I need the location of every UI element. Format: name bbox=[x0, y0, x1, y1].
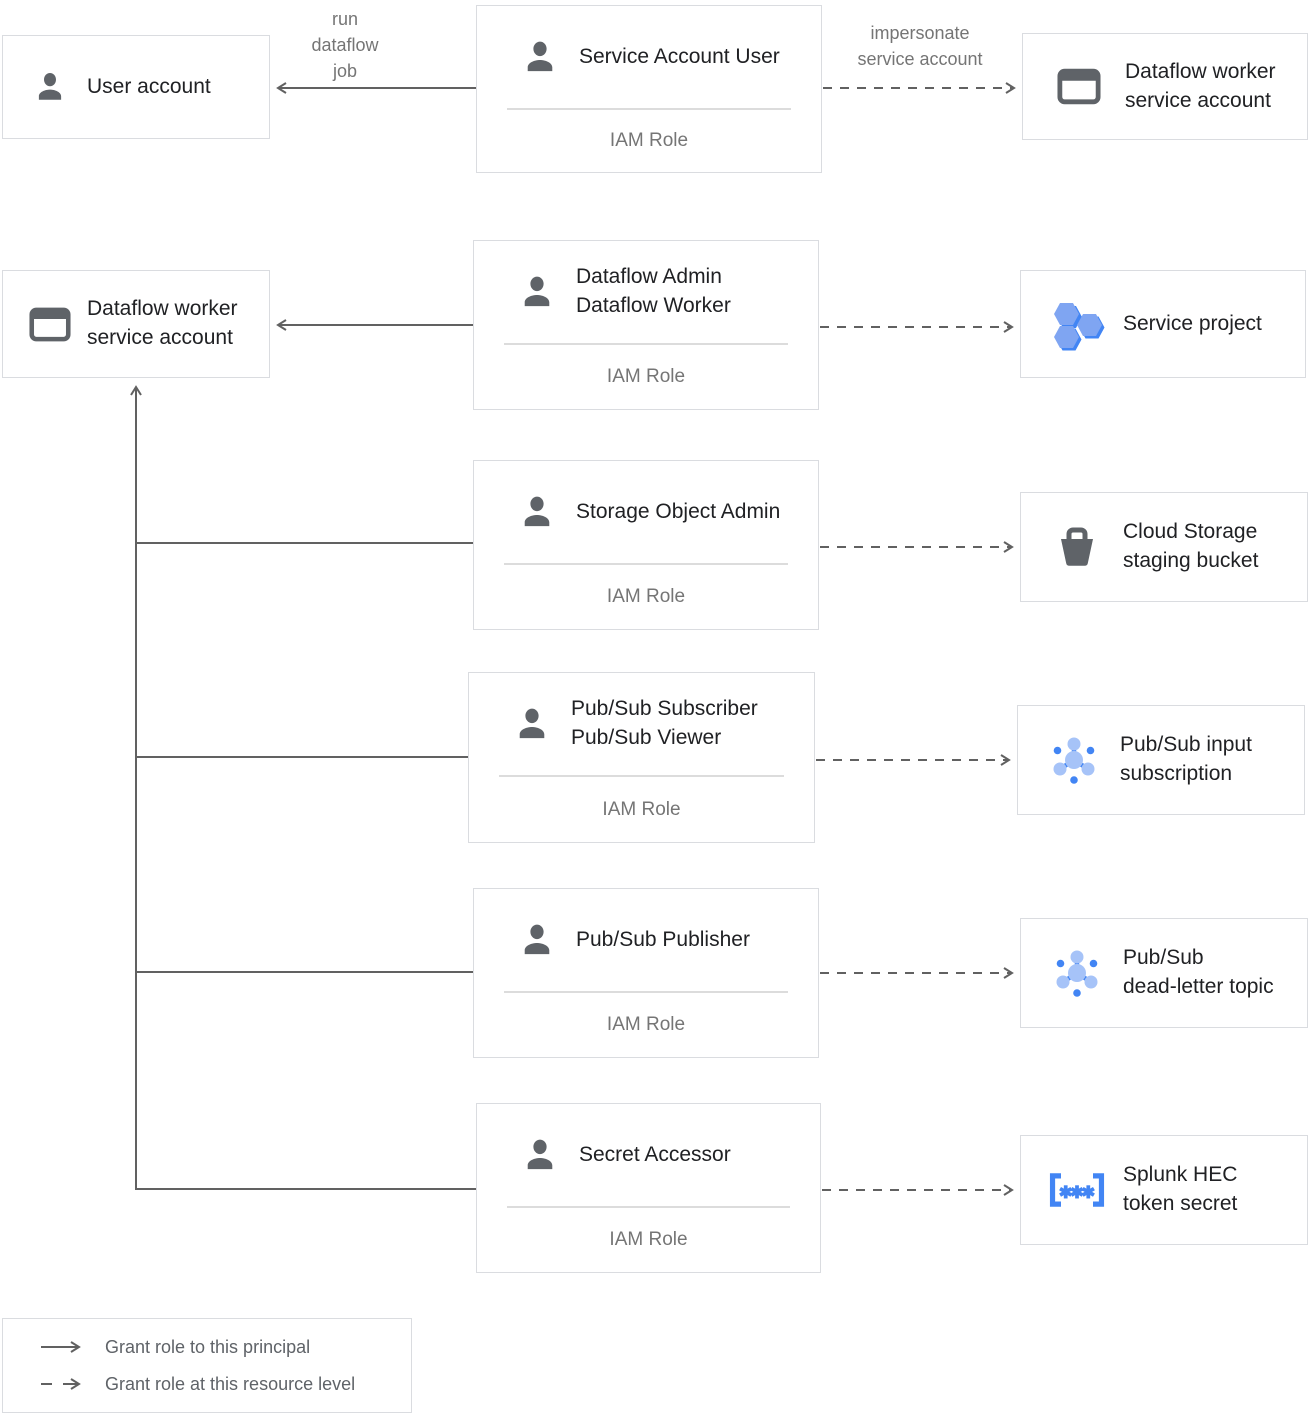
role-box-dataflow-admin-worker: Dataflow Admin Dataflow Worker IAM Role bbox=[473, 240, 819, 410]
divider bbox=[507, 1206, 790, 1208]
service-project-box: Service project bbox=[1020, 270, 1306, 378]
person-icon bbox=[516, 271, 558, 313]
iam-role-label: IAM Role bbox=[609, 130, 689, 151]
cloud-storage-bucket-box: Cloud Storage staging bucket bbox=[1020, 492, 1308, 602]
legend-solid-label: Grant role to this principal bbox=[105, 1336, 311, 1357]
pubsub-icon bbox=[1042, 734, 1106, 786]
service-account-icon bbox=[1047, 68, 1111, 105]
divider bbox=[504, 343, 788, 345]
divider bbox=[504, 991, 788, 993]
dataflow-worker-sa-label: Dataflow worker service account bbox=[87, 297, 238, 349]
dataflow-worker-sa-left-box: Dataflow worker service account bbox=[2, 270, 270, 378]
solid-arrow-icon bbox=[41, 1341, 81, 1353]
legend-box: Grant role to this principal Grant role … bbox=[2, 1318, 412, 1413]
legend-row-solid: Grant role to this principal bbox=[39, 1337, 411, 1358]
dataflow-worker-sa-top-box: Dataflow worker service account bbox=[1022, 33, 1308, 140]
person-icon bbox=[516, 919, 558, 961]
splunk-hec-token-secret-box: Splunk HEC token secret bbox=[1020, 1135, 1308, 1245]
role-title: Storage Object Admin bbox=[576, 499, 781, 523]
iam-role-label: IAM Role bbox=[606, 366, 686, 387]
pubsub-dead-letter-topic-label: Pub/Sub dead-letter topic bbox=[1123, 946, 1274, 998]
splunk-hec-token-secret-label: Splunk HEC token secret bbox=[1123, 1163, 1238, 1215]
role-title: Pub/Sub Publisher bbox=[576, 927, 750, 951]
legend-row-dashed: Grant role at this resource level bbox=[39, 1374, 411, 1395]
person-icon bbox=[511, 703, 553, 745]
divider bbox=[504, 563, 788, 565]
edge-label-impersonate-service-account: impersonate service account bbox=[857, 23, 983, 69]
person-icon bbox=[519, 1134, 561, 1176]
person-icon bbox=[519, 36, 561, 78]
role-box-pubsub-publisher: Pub/Sub Publisher IAM Role bbox=[473, 888, 819, 1058]
user-account-box: User account bbox=[2, 35, 270, 139]
role-title: Service Account User bbox=[579, 44, 780, 68]
iam-role-label: IAM Role bbox=[609, 1229, 688, 1250]
divider bbox=[499, 775, 784, 777]
role-box-secret-accessor: Secret Accessor IAM Role bbox=[476, 1103, 821, 1273]
cloud-storage-bucket-label: Cloud Storage staging bucket bbox=[1123, 520, 1259, 572]
service-account-icon bbox=[27, 307, 73, 342]
pubsub-icon bbox=[1045, 947, 1109, 999]
dataflow-worker-sa-label: Dataflow worker service account bbox=[1125, 59, 1276, 112]
secret-icon bbox=[1045, 1168, 1109, 1212]
iam-role-label: IAM Role bbox=[606, 586, 686, 607]
person-icon bbox=[27, 68, 73, 106]
legend-dashed-label: Grant role at this resource level bbox=[105, 1373, 356, 1394]
iam-role-label: IAM Role bbox=[602, 798, 681, 820]
role-box-storage-object-admin: Storage Object Admin IAM Role bbox=[473, 460, 819, 630]
storage-bucket-icon bbox=[1045, 525, 1109, 569]
service-project-label: Service project bbox=[1123, 311, 1262, 335]
user-account-label: User account bbox=[87, 74, 211, 98]
service-project-icon bbox=[1045, 295, 1109, 353]
role-title: Secret Accessor bbox=[579, 1142, 731, 1166]
role-box-pubsub-subscriber-viewer: Pub/Sub Subscriber Pub/Sub Viewer IAM Ro… bbox=[468, 672, 815, 843]
pubsub-input-subscription-label: Pub/Sub input subscription bbox=[1120, 733, 1252, 785]
dashed-arrow-icon bbox=[41, 1378, 81, 1390]
divider bbox=[507, 108, 791, 110]
pubsub-dead-letter-topic-box: Pub/Sub dead-letter topic bbox=[1020, 918, 1308, 1028]
role-title: Pub/Sub Subscriber Pub/Sub Viewer bbox=[571, 697, 758, 749]
edge-label-run-dataflow-job: run dataflow job bbox=[311, 9, 379, 81]
role-title: Dataflow Admin Dataflow Worker bbox=[576, 265, 731, 317]
pubsub-input-subscription-box: Pub/Sub input subscription bbox=[1017, 705, 1305, 815]
role-box-service-account-user: Service Account User IAM Role bbox=[476, 5, 822, 173]
iam-role-label: IAM Role bbox=[606, 1014, 686, 1035]
person-icon bbox=[516, 491, 558, 533]
